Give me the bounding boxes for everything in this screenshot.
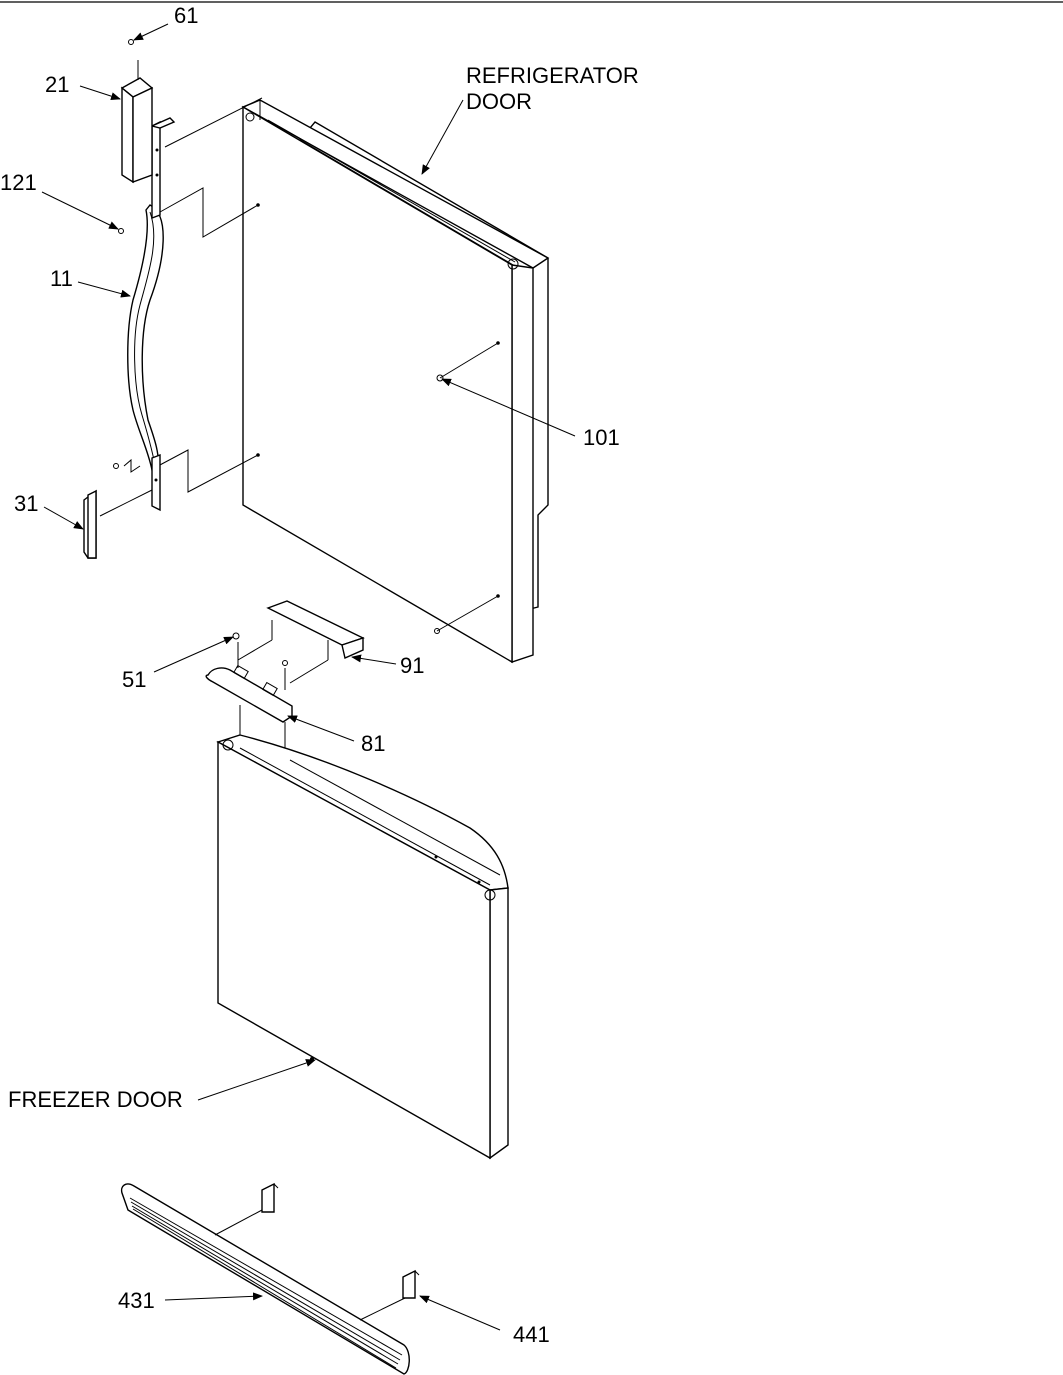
leader-freezer-door (197, 1059, 316, 1101)
callout-51: 51 (122, 667, 147, 692)
clip-part-441 (214, 1182, 420, 1321)
leader-51 (153, 636, 234, 673)
callout-61: 61 (174, 3, 199, 28)
label-refrigerator-door: REFRIGERATOR DOOR (466, 63, 639, 114)
leader-21 (79, 85, 121, 101)
callout-31: 31 (14, 491, 39, 516)
screw-lower-handle (113, 463, 119, 469)
callout-101: 101 (583, 425, 620, 450)
screw-part-61 (128, 39, 134, 45)
leader-101 (441, 378, 576, 437)
callout-431: 431 (118, 1288, 155, 1313)
refrigerator-door-shape (241, 99, 550, 664)
end-cap-part-21 (120, 60, 154, 184)
callout-121: 121 (0, 170, 37, 195)
leader-441 (419, 1295, 501, 1331)
callout-11: 11 (50, 266, 73, 291)
callout-441: 441 (513, 1322, 550, 1347)
leader-11 (77, 281, 131, 298)
bracket-part-91 (237, 600, 365, 684)
freezer-door-shape (216, 734, 509, 1160)
leader-61 (133, 23, 169, 41)
screw-part-51 (232, 632, 240, 640)
label-freezer-door: FREEZER DOOR (8, 1087, 183, 1112)
callout-81: 81 (361, 731, 386, 756)
callout-21: 21 (45, 72, 70, 97)
end-cap-part-31 (83, 489, 97, 559)
leader-31 (43, 506, 84, 530)
leader-431 (164, 1292, 263, 1301)
leader-81 (287, 715, 355, 742)
callout-91: 91 (400, 653, 425, 678)
leader-121 (41, 191, 119, 230)
handle-part-11 (127, 117, 176, 512)
leader-91 (351, 654, 397, 665)
leader-refrigerator-door (421, 99, 464, 175)
screw-part-121 (118, 228, 124, 234)
kickplate-part-431 (120, 1183, 410, 1375)
